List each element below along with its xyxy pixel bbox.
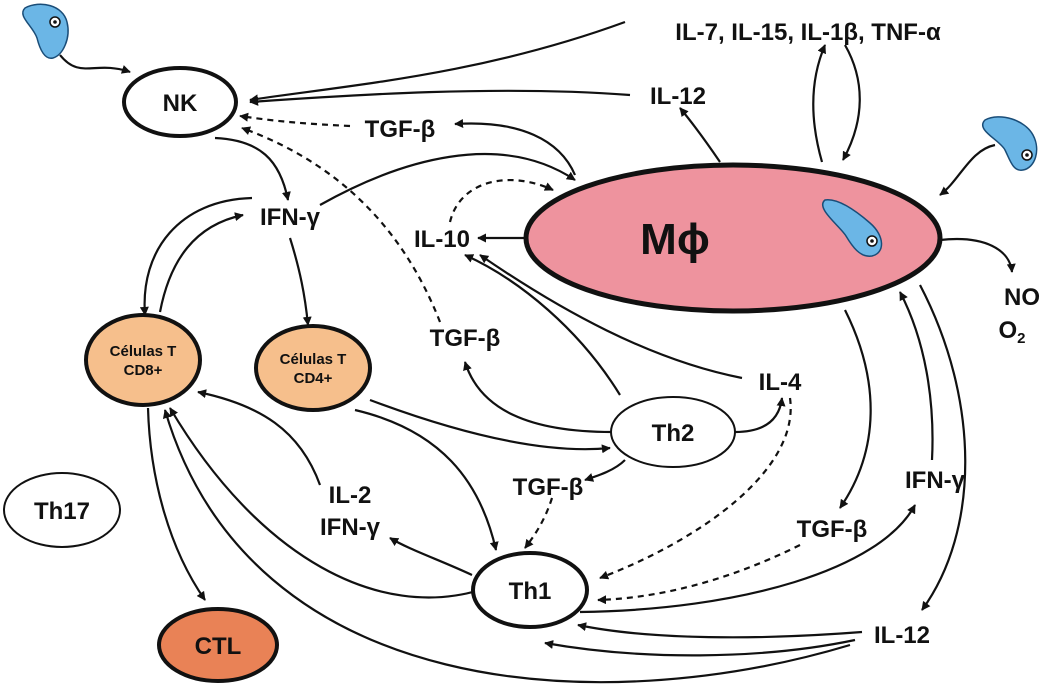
- label-tgfb-top: TGF-β: [365, 116, 436, 143]
- edge-cd4-th1: [354, 408, 499, 551]
- edge-tgfb-right-th1-dashed: [597, 544, 801, 605]
- cd4-label-line2: CD4+: [294, 370, 333, 387]
- label-ifng-th1: IFN-γ: [320, 514, 381, 541]
- label-il10: IL-10: [414, 226, 470, 253]
- label-il4: IL-4: [759, 369, 802, 396]
- label-no: NO: [1004, 284, 1040, 311]
- edge-tgfb-nk: [239, 112, 351, 128]
- edge-tgfb-th1-dashed: [524, 497, 554, 549]
- edge-macrophage-no: [939, 237, 1016, 273]
- nk-cell-shape: [122, 66, 238, 138]
- nk-cell: NK: [122, 66, 238, 138]
- edge-macrophage-tgfb: [454, 119, 577, 176]
- edge-cd4-th2: [369, 398, 611, 454]
- ctl-cell: CTL: [157, 607, 279, 683]
- cd8-label-line1: Células T: [110, 343, 177, 360]
- cd8-cell: Células T CD8+: [84, 313, 202, 407]
- label-o2: O2: [998, 317, 1025, 347]
- label-tgfb-mid: TGF-β: [430, 325, 501, 352]
- ctl-shape: [157, 607, 279, 683]
- label-ifng-left: IFN-γ: [260, 204, 321, 231]
- edge-parasite-macrophage: [939, 143, 996, 196]
- cd4-shape: [254, 324, 372, 412]
- label-il12-top: IL-12: [650, 83, 706, 110]
- edge-il4-il10: [479, 254, 743, 380]
- edge-macrophage-il12-bottom: [919, 284, 967, 611]
- cd4-cell: Células T CD4+: [254, 324, 372, 412]
- edge-il4-th1-dashed: [599, 397, 792, 580]
- edge-th1-ifng-right: [579, 504, 916, 614]
- edge-th1-cd8: [169, 407, 481, 599]
- edge-th2-il10: [464, 253, 621, 396]
- label-il12-bottom: IL-12: [874, 622, 930, 649]
- edge-th2-tgfb: [584, 459, 626, 482]
- edges: [59, 20, 1016, 684]
- parasite-icon: [22, 3, 69, 59]
- edge-th2-tgfb-mid: [463, 361, 613, 434]
- edge-macrophage-il7: [812, 44, 827, 163]
- label-tgfb-th2: TGF-β: [513, 474, 584, 501]
- edge-macrophage-il12: [679, 107, 721, 163]
- th2-cell: Th2: [610, 396, 736, 468]
- label-o2-sub: 2: [1017, 330, 1025, 347]
- edge-il12-th1: [577, 622, 863, 639]
- edge-th1-il2: [389, 537, 473, 576]
- th17-shape: [3, 472, 121, 548]
- edge-il10-macrophage: [448, 178, 554, 223]
- cytokine-labels: IL-7, IL-15, IL-1β, TNF-α IL-12 TGF-β IF…: [260, 19, 1040, 649]
- macrophage-label: Mϕ: [640, 215, 710, 264]
- edge-il12-th1-2: [544, 638, 856, 657]
- th1-shape: [471, 551, 589, 629]
- ctl-label: CTL: [195, 633, 242, 660]
- edge-tgfb-mid-nk-dashed: [241, 126, 442, 323]
- label-il7-group: IL-7, IL-15, IL-1β, TNF-α: [675, 19, 941, 46]
- label-o2-main: O: [998, 317, 1017, 344]
- edge-macrophage-tgfb-right: [839, 309, 872, 509]
- parasite-icon: [982, 116, 1038, 171]
- cd4-label-line1: Células T: [280, 351, 347, 368]
- edge-il7-nk: [249, 20, 626, 104]
- edge-il7-macrophage: [842, 44, 861, 161]
- th2-label: Th2: [652, 420, 695, 447]
- edge-ifng-cd4: [288, 237, 312, 326]
- edge-ifng-macrophage: [319, 152, 576, 206]
- th1-cell: Th1: [471, 551, 589, 629]
- edge-ifng-cd8: [139, 196, 253, 316]
- th2-shape: [610, 396, 736, 468]
- edge-cd8-ifng: [158, 212, 244, 313]
- parasite-icon: [822, 199, 883, 257]
- th17-label: Th17: [34, 498, 90, 525]
- edge-il12-cd8: [162, 409, 851, 684]
- cd8-shape: [84, 313, 202, 407]
- edge-ifng-right-macrophage: [899, 291, 934, 461]
- edge-nk-ifng: [214, 136, 291, 201]
- cd8-label-line2: CD8+: [124, 362, 163, 379]
- th1-label: Th1: [509, 578, 552, 605]
- edge-cd8-ctl: [146, 407, 206, 601]
- edge-parasite-nk: [59, 54, 131, 74]
- label-il2: IL-2: [329, 482, 372, 509]
- edge-th2-il4: [734, 397, 786, 434]
- nk-label: NK: [163, 90, 198, 117]
- th17-cell: Th17: [3, 472, 121, 548]
- edge-il2-cd8: [197, 389, 322, 486]
- label-tgfb-right: TGF-β: [797, 516, 868, 543]
- label-ifng-right: IFN-γ: [905, 467, 966, 494]
- edge-il12-nk: [249, 89, 631, 106]
